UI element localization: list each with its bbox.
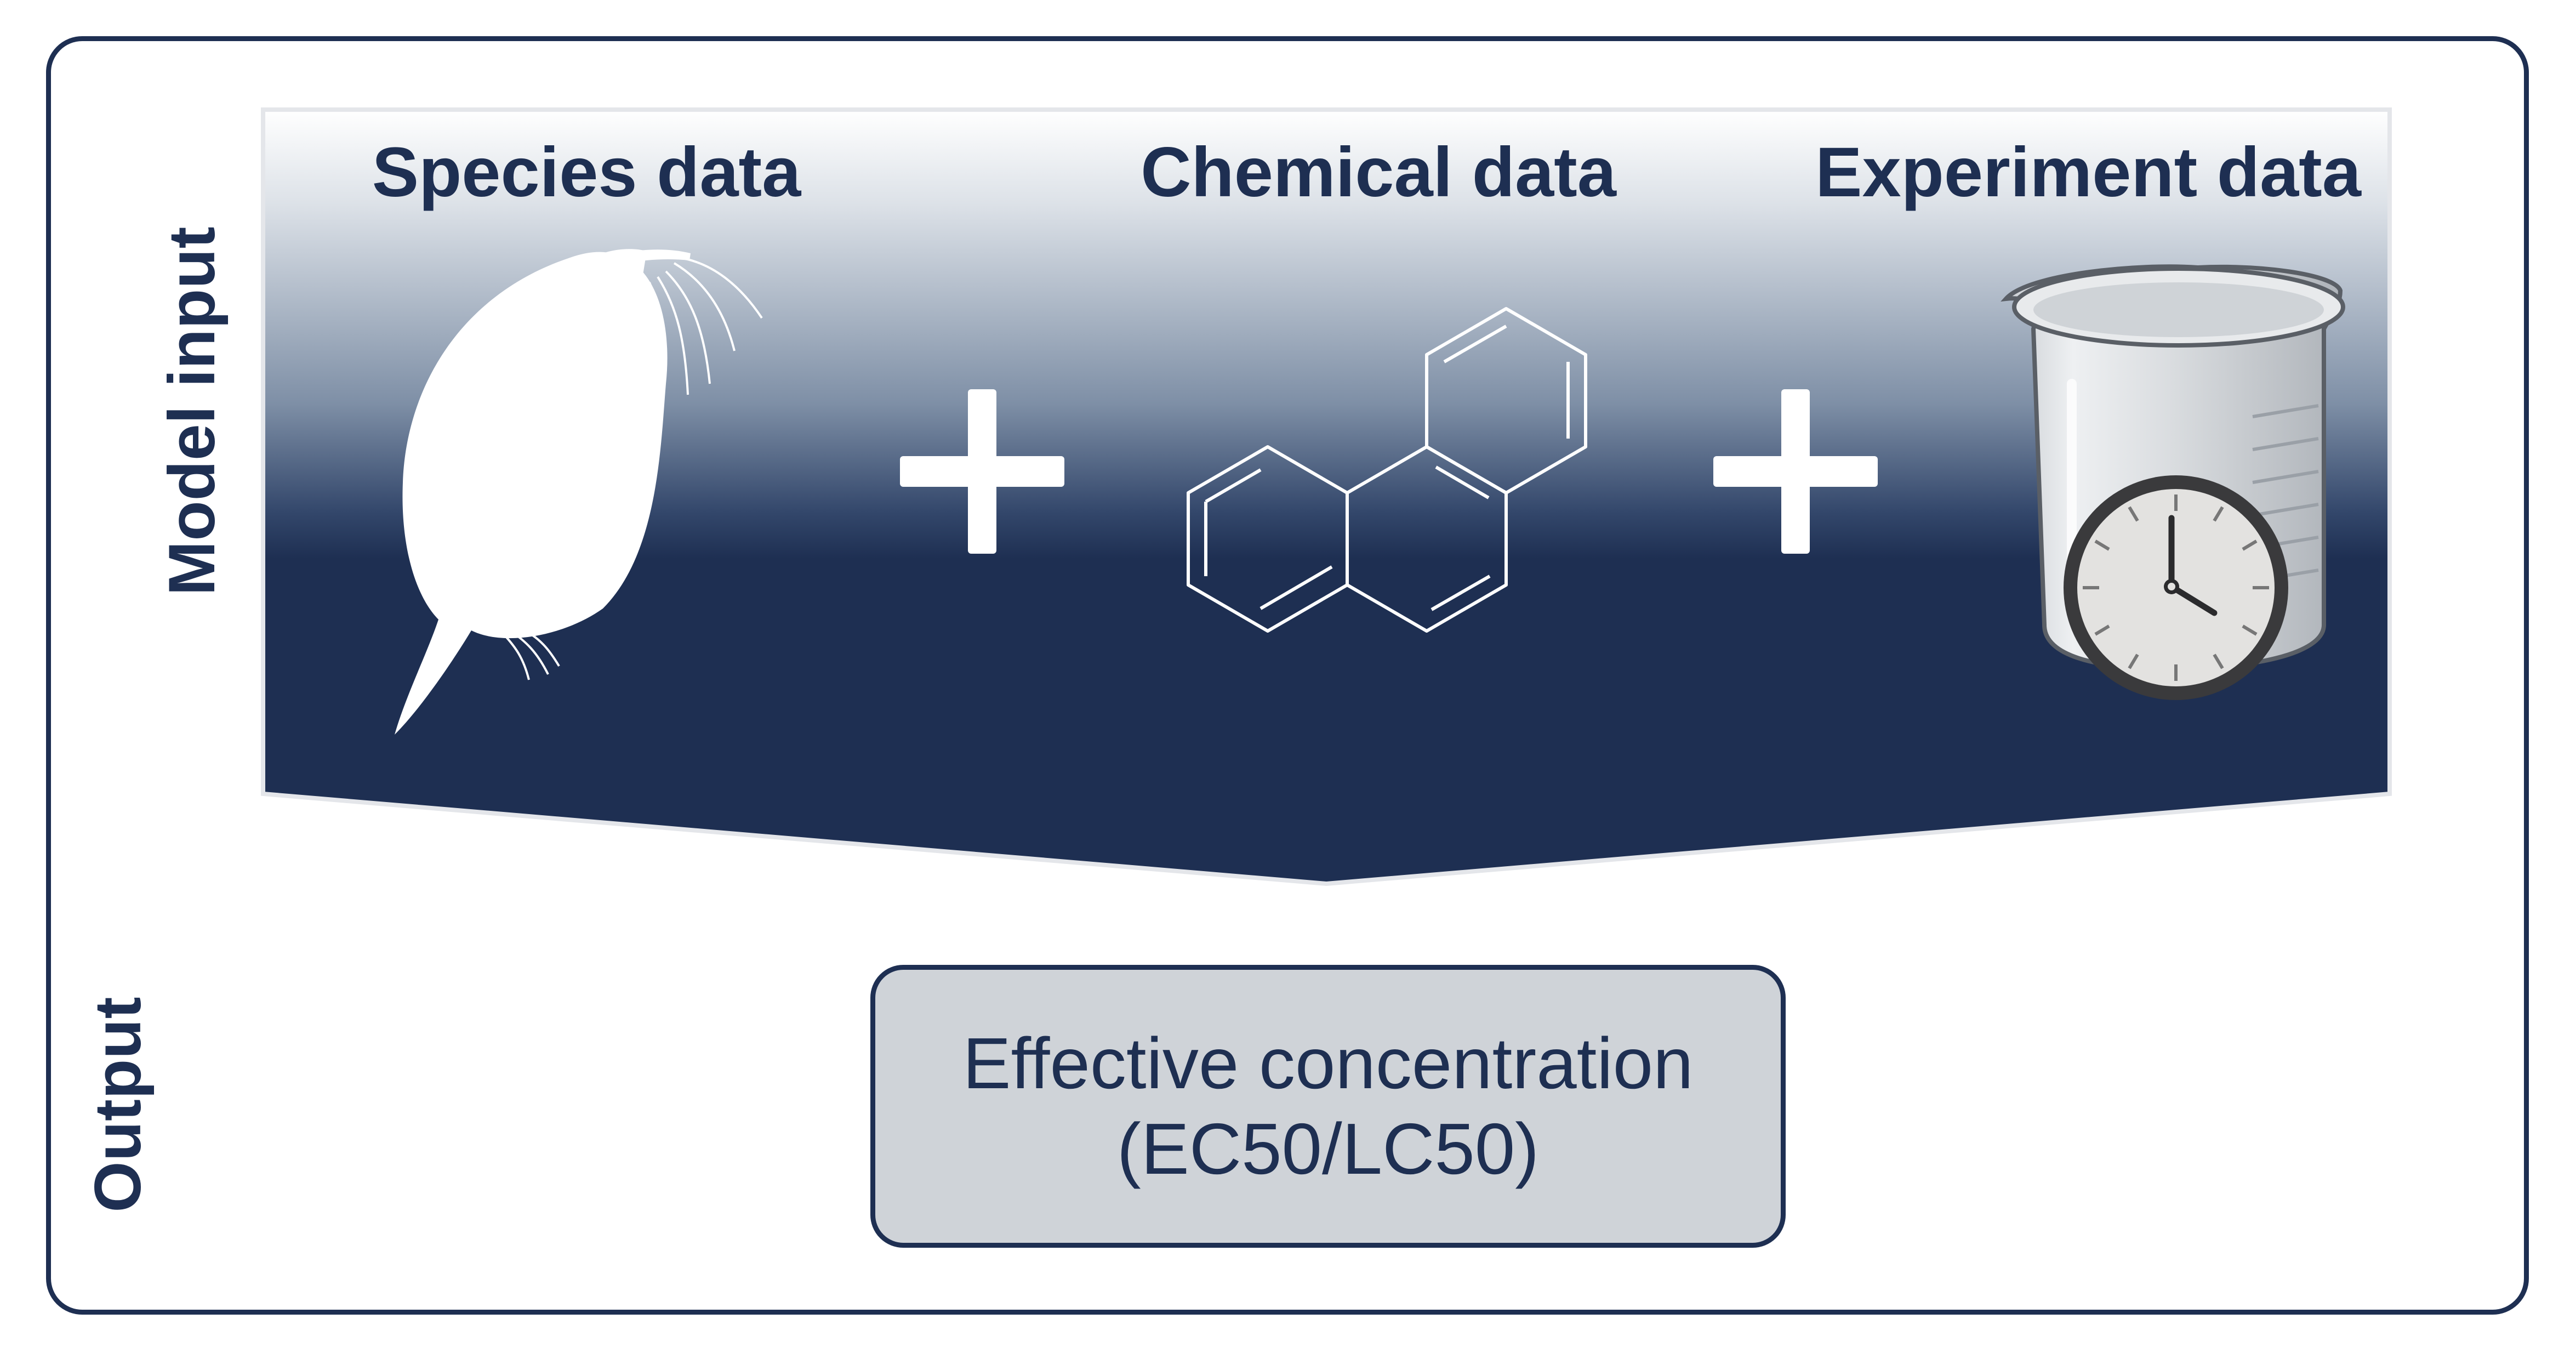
plus-icon [1713, 389, 1878, 554]
output-line-1: Effective concentration [962, 1023, 1694, 1104]
beaker-clock-icon [2001, 264, 2345, 700]
plus-icon [900, 389, 1064, 554]
output-line-2: (EC50/LC50) [1116, 1108, 1540, 1189]
model-input-label: Model input [155, 226, 229, 596]
phenanthrene-structure-icon [1187, 307, 1587, 633]
output-label: Output [81, 997, 155, 1213]
output-box: Effective concentration (EC50/LC50) [870, 965, 1786, 1248]
species-data-heading: Species data [372, 133, 801, 212]
daphnia-antennae [503, 257, 763, 680]
daphnia-icon [395, 249, 691, 735]
model-input-banner [261, 107, 2392, 886]
chemical-data-heading: Chemical data [1141, 133, 1616, 212]
experiment-data-heading: Experiment data [1815, 133, 2361, 212]
